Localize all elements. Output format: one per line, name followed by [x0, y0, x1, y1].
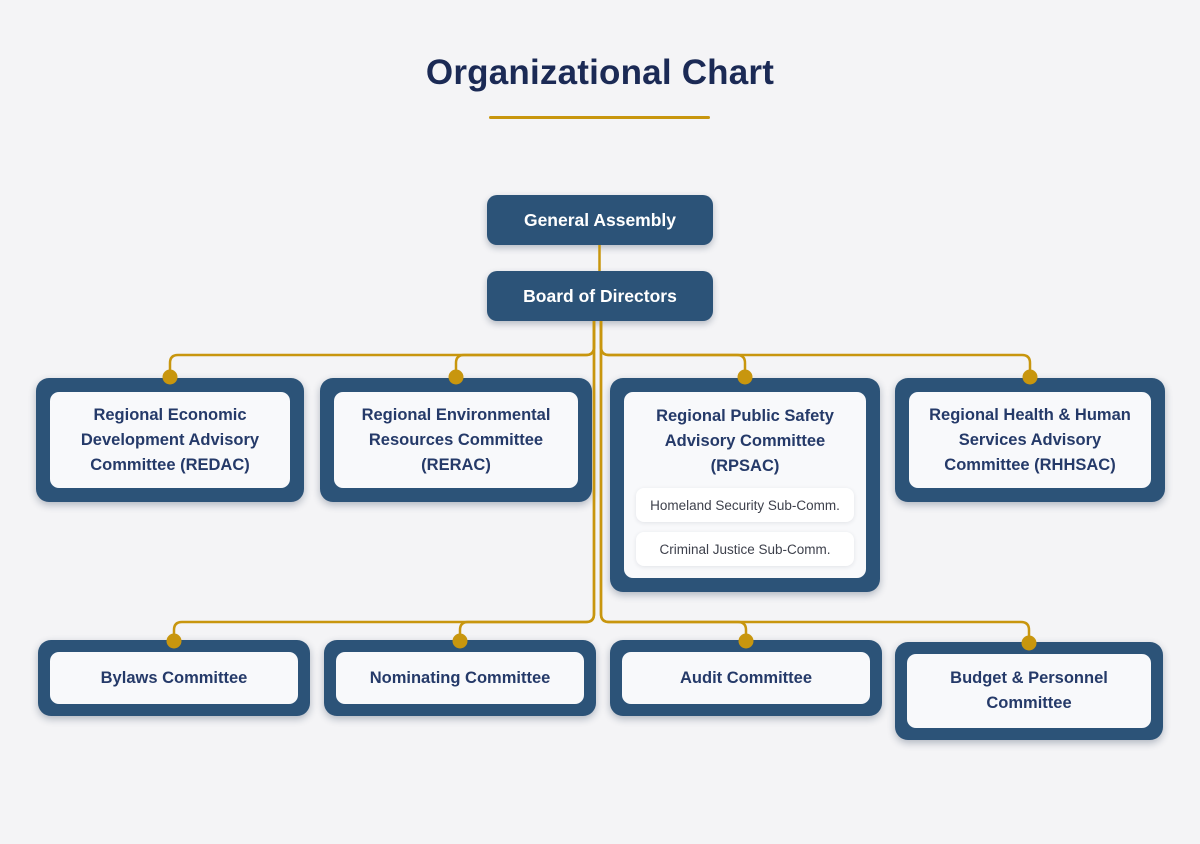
subcommittee-criminal-justice: Criminal Justice Sub-Comm.	[636, 532, 854, 566]
node-rpsac-label: Regional Public Safety Advisory Committe…	[656, 407, 834, 475]
node-rerac-card: Regional Environmental Resources Committ…	[334, 392, 578, 488]
node-budget-personnel-committee: Budget & Personnel Committee	[895, 642, 1163, 740]
link-rerac	[454, 321, 596, 377]
node-redac: Regional Economic Development Advisory C…	[36, 378, 304, 502]
node-board-of-directors-label: Board of Directors	[523, 285, 677, 306]
node-board-of-directors: Board of Directors	[487, 271, 713, 321]
node-budget-personnel-label: Budget & Personnel Committee	[950, 669, 1108, 712]
title-underline	[489, 116, 710, 119]
node-audit-card: Audit Committee	[622, 652, 870, 704]
rpsac-subcommittees: Homeland Security Sub-Comm. Criminal Jus…	[632, 488, 858, 566]
node-bylaws-committee: Bylaws Committee	[38, 640, 310, 716]
node-rpsac-card: Regional Public Safety Advisory Committe…	[624, 392, 866, 578]
link-redac	[168, 321, 596, 377]
node-general-assembly: General Assembly	[487, 195, 713, 245]
node-budget-personnel-card: Budget & Personnel Committee	[907, 654, 1151, 728]
subcommittee-homeland-security: Homeland Security Sub-Comm.	[636, 488, 854, 522]
node-audit-label: Audit Committee	[680, 668, 812, 687]
link-rpsac	[599, 321, 747, 377]
page-title: Organizational Chart	[425, 53, 775, 92]
node-nominating-card: Nominating Committee	[336, 652, 584, 704]
node-audit-committee: Audit Committee	[610, 640, 882, 716]
node-bylaws-label: Bylaws Committee	[100, 668, 248, 687]
subcommittee-homeland-security-label: Homeland Security Sub-Comm.	[650, 497, 840, 513]
node-rerac: Regional Environmental Resources Committ…	[320, 378, 592, 502]
node-rhhsac-card: Regional Health & Human Services Advisor…	[909, 392, 1151, 488]
link-rhhsac	[599, 321, 1032, 377]
node-nominating-label: Nominating Committee	[369, 668, 551, 687]
node-redac-label: Regional Economic Development Advisory C…	[80, 405, 260, 474]
node-rerac-label: Regional Environmental Resources Committ…	[361, 405, 551, 474]
node-rhhsac-label: Regional Health & Human Services Advisor…	[929, 405, 1131, 474]
node-bylaws-card: Bylaws Committee	[50, 652, 298, 704]
subcommittee-criminal-justice-label: Criminal Justice Sub-Comm.	[659, 541, 831, 557]
node-rhhsac: Regional Health & Human Services Advisor…	[895, 378, 1165, 502]
node-general-assembly-label: General Assembly	[523, 209, 677, 230]
node-redac-card: Regional Economic Development Advisory C…	[50, 392, 290, 488]
node-nominating-committee: Nominating Committee	[324, 640, 596, 716]
node-rpsac: Regional Public Safety Advisory Committe…	[610, 378, 880, 592]
